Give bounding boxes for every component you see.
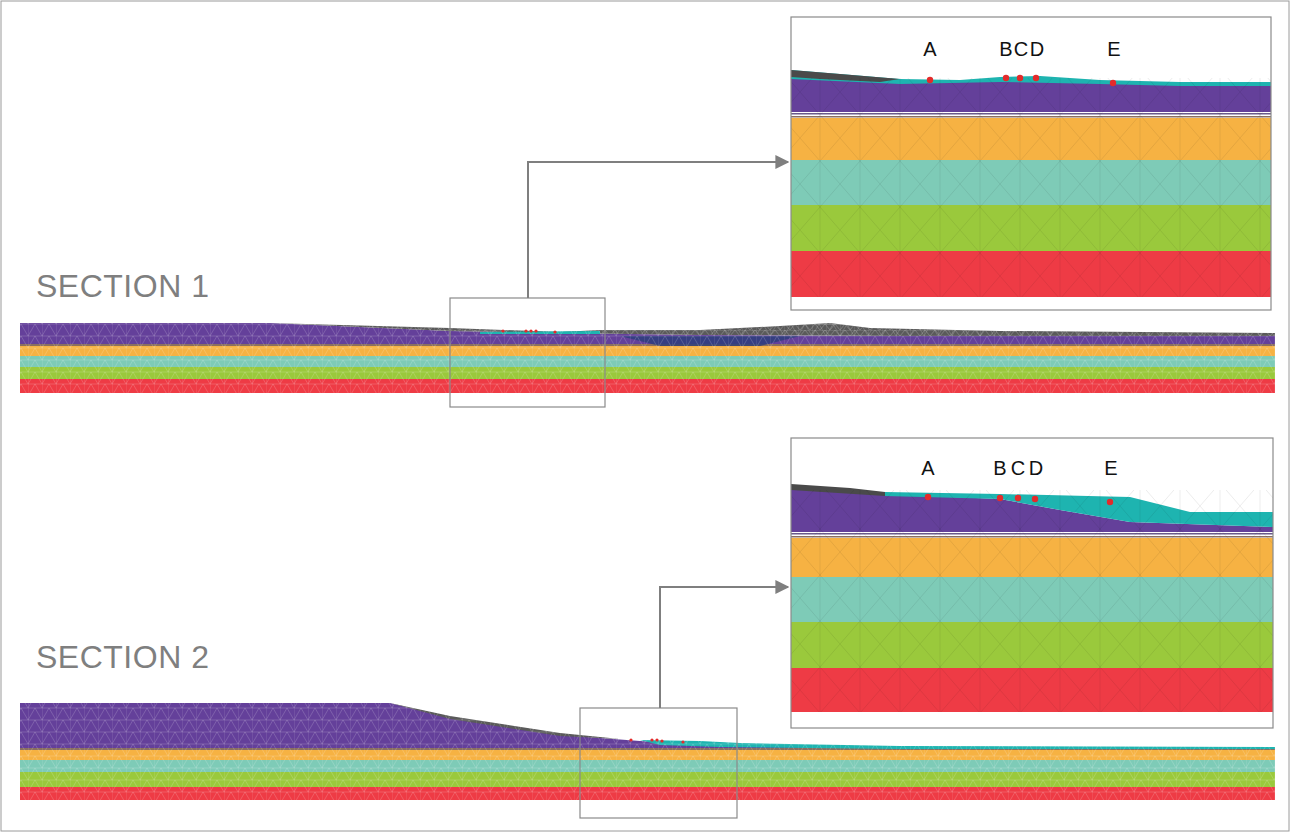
point-label: E (1104, 458, 1117, 478)
section-title: SECTION 1 (36, 270, 209, 302)
section-2-inset (791, 438, 1273, 728)
point-label: B (993, 458, 1006, 478)
section-1-strip (20, 323, 1275, 393)
point-label: D (1030, 39, 1044, 59)
zoom-arrow (528, 162, 788, 298)
point-label: A (921, 458, 934, 478)
point-label: A (923, 39, 936, 59)
point-label: B (999, 39, 1012, 59)
section-title: SECTION 2 (36, 641, 209, 673)
zoom-box (580, 708, 737, 818)
zoom-box (450, 298, 605, 407)
point-label: C (1011, 458, 1025, 478)
point-label: E (1107, 39, 1120, 59)
point-label: C (1014, 39, 1028, 59)
section-1-inset (791, 17, 1271, 310)
zoom-arrow (660, 587, 788, 708)
point-label: D (1029, 458, 1043, 478)
